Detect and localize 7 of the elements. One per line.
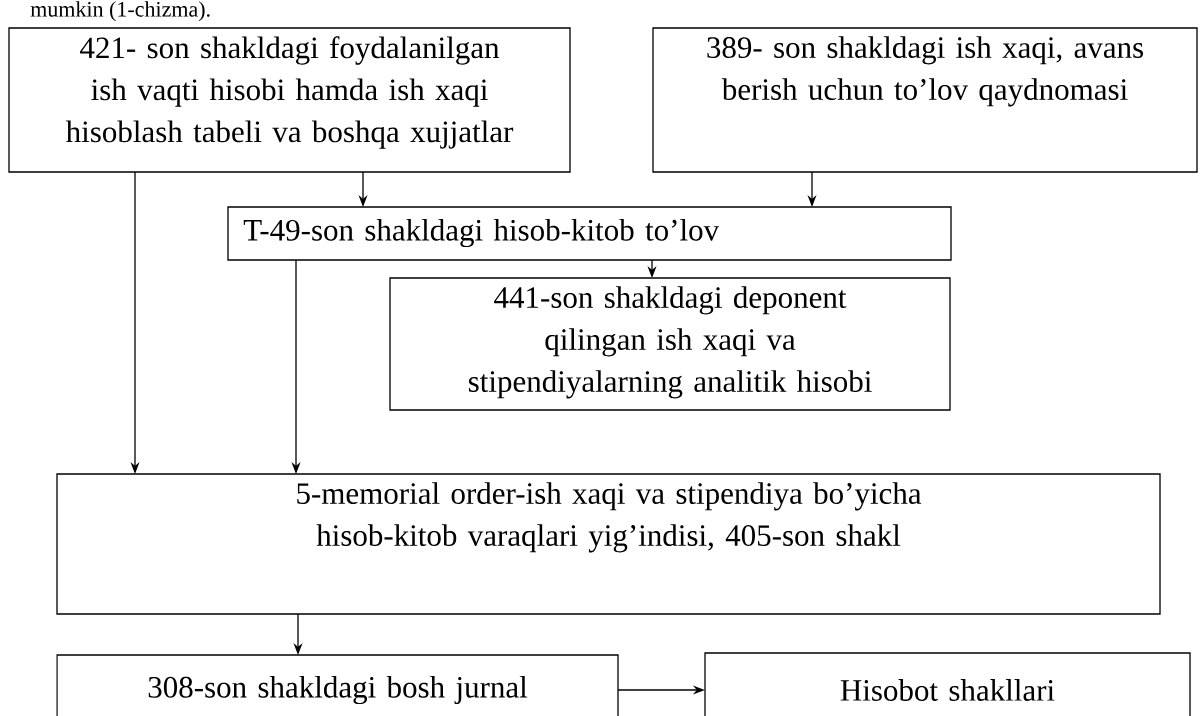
process-box: 421- son shakldagi foydalanilgan ish vaqti hisobi hamda ish xaqi hisoblash tabeli va boshqa xujjatlar <box>8 27 571 173</box>
process-box: 308-son shakldagi bosh jurnal <box>56 654 619 716</box>
process-box: 5-memorial order-ish xaqi va stipendiya bo’yicha hisob-kitob varaqlari yig’indisi, 405-son shakl <box>56 473 1161 615</box>
process-box: T-49-son shakldagi hisob-kitob to’lov <box>227 206 952 261</box>
process-box: Hisobot shakllari <box>704 652 1191 716</box>
process-box: 389- son shakldagi ish xaqi, avans berish uchun to’lov qaydnomasi <box>652 27 1198 173</box>
process-box: 441-son shakldagi deponent qilingan ish xaqi va stipendiyalarning analitik hisobi <box>389 277 951 411</box>
